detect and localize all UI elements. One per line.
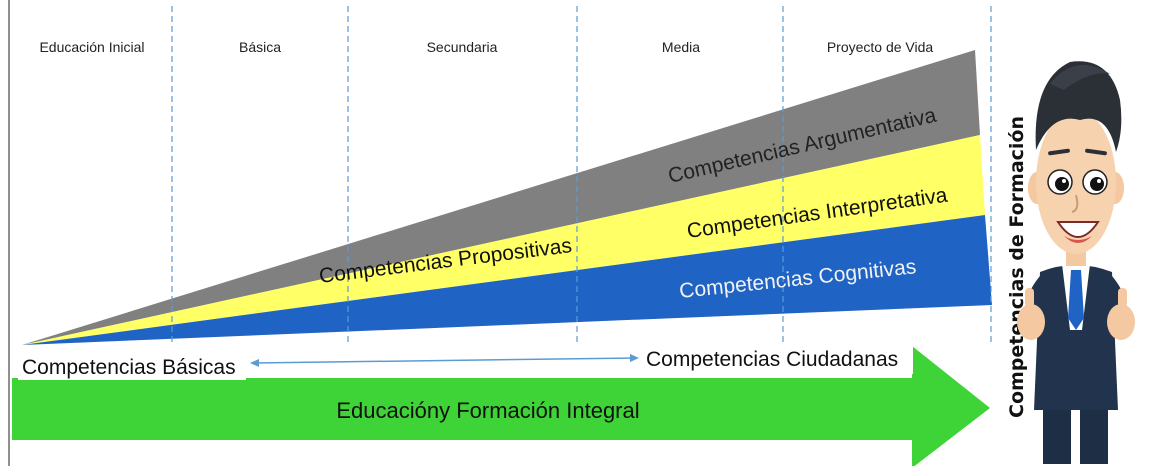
stage-label-media: Media xyxy=(662,39,700,55)
ciudadanas-label-bg xyxy=(643,344,913,374)
integral-arrow xyxy=(12,346,990,466)
stage-label-basica: Básica xyxy=(239,39,281,55)
stage-label-secundaria: Secundaria xyxy=(427,39,498,55)
stage-label-inicial: Educación Inicial xyxy=(39,39,144,55)
label-basicas: Competencias Básicas xyxy=(22,356,236,379)
basicas-label-bg xyxy=(18,352,246,380)
label-integral: Educacióny Formación Integral xyxy=(336,398,639,423)
connector-arrow xyxy=(250,354,639,367)
stage-label-proyecto: Proyecto de Vida xyxy=(827,39,934,55)
left-hand xyxy=(1017,304,1045,340)
band-cognitivas xyxy=(22,215,992,345)
label-competencias-formacion: Competencias de Formación xyxy=(1006,116,1028,418)
stage-dividers xyxy=(171,6,992,345)
character-smile xyxy=(1056,221,1100,238)
right-hand xyxy=(1107,304,1135,340)
character-head xyxy=(1036,110,1116,254)
band-interpretativa xyxy=(22,135,985,345)
band-argumentativa xyxy=(22,50,980,345)
character-illustration xyxy=(1017,61,1135,464)
label-ciudadanas: Competencias Ciudadanas xyxy=(646,348,898,371)
